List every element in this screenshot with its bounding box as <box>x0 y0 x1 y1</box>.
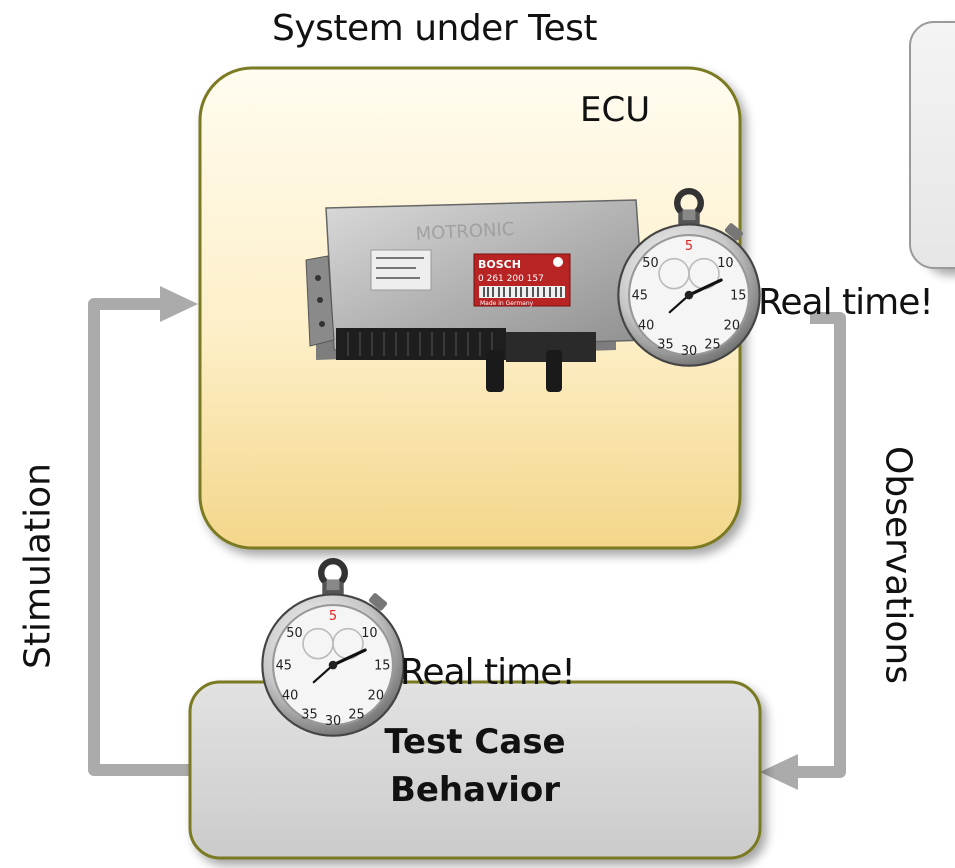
ecu-label: ECU <box>580 90 651 130</box>
arrow-right-icon <box>160 286 198 322</box>
real-time-label-ecu: Real time! <box>758 282 934 323</box>
test-case-line2: Behavior <box>389 770 561 810</box>
real-time-label-test: Real time! <box>400 652 576 693</box>
system-under-test-title: System under Test <box>272 8 597 49</box>
stimulation-arrow <box>88 298 190 776</box>
observations-label: Observations <box>868 430 928 700</box>
ecu-madein-text: Made in Germany <box>480 300 534 307</box>
observations-text: Observations <box>877 446 919 684</box>
ecu-brand-text: BOSCH <box>478 258 521 271</box>
stimulation-label: Stimulation <box>8 448 68 684</box>
ecu-housing-text: MOTRONIC <box>415 219 515 245</box>
ecu-device-image: BOSCH 0 261 200 157 Made in Germany MOTR… <box>305 199 669 392</box>
test-case-line1: Test Case <box>384 722 566 762</box>
stimulation-text: Stimulation <box>17 463 59 669</box>
ecu-part-text: 0 261 200 157 <box>478 274 544 284</box>
test-case-behavior-label: Test Case Behavior <box>190 718 760 814</box>
observations-arrow <box>792 312 846 778</box>
arrow-left-icon <box>760 754 798 790</box>
stopwatch-icon <box>262 561 403 736</box>
